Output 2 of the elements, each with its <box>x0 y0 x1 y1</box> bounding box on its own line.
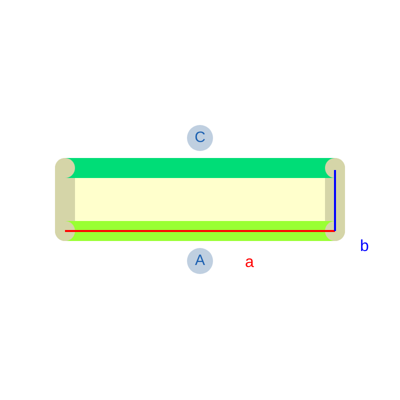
dimension-label: b <box>360 237 369 257</box>
dimension-label: a <box>245 253 254 273</box>
